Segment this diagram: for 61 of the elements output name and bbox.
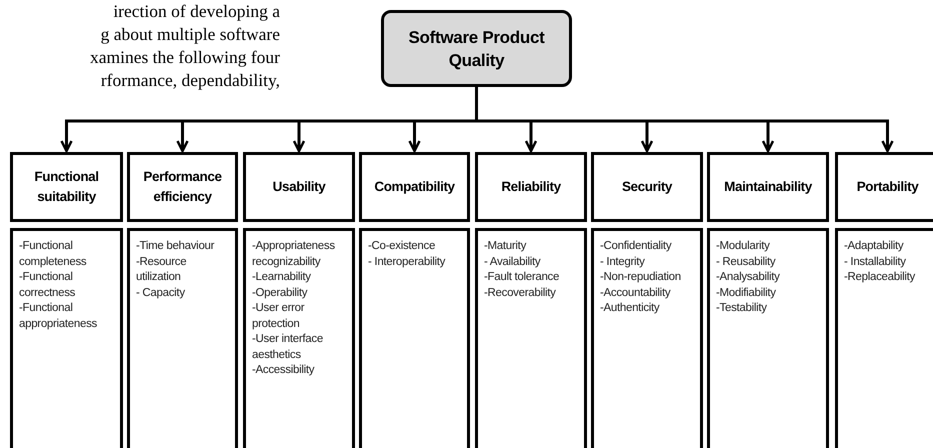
list-item: - Installability bbox=[844, 254, 907, 270]
subcharacteristic-box bbox=[835, 228, 933, 448]
category-title: Portability bbox=[856, 179, 918, 194]
paragraph-line: irection of developing a bbox=[113, 0, 280, 22]
list-item: -Fault tolerance bbox=[484, 270, 560, 285]
list-item: -Modularity bbox=[716, 239, 771, 254]
list-item: -Confidentiality bbox=[600, 239, 672, 254]
category-title: Reliability bbox=[501, 179, 561, 194]
subcharacteristic-box bbox=[243, 228, 355, 448]
subcharacteristic-box bbox=[10, 228, 123, 448]
list-item: -Appropriateness recognizability bbox=[252, 239, 336, 270]
category-box bbox=[475, 152, 587, 222]
list-item: -Resource utilization bbox=[136, 254, 188, 285]
subcharacteristic-box bbox=[707, 228, 829, 448]
category-title: Compatibility bbox=[374, 179, 455, 194]
list-item: -Operability bbox=[252, 286, 308, 300]
category-box bbox=[10, 152, 123, 222]
category-box bbox=[127, 152, 238, 222]
list-item: -Co-existence bbox=[368, 239, 436, 254]
list-item: -Time behaviour bbox=[136, 239, 216, 254]
list-item: -Replaceability bbox=[844, 270, 916, 285]
paragraph-line: xamines the following four bbox=[90, 46, 280, 68]
list-item: -Adaptability bbox=[844, 239, 904, 254]
list-item: - Interoperability bbox=[368, 254, 446, 270]
list-item: -Learnability bbox=[252, 270, 312, 285]
root-box bbox=[381, 10, 572, 87]
category-title: Usability bbox=[272, 179, 326, 194]
list-item: -Accessibility bbox=[252, 363, 316, 378]
list-item: -Functional completeness bbox=[19, 239, 88, 270]
category-title: Security bbox=[622, 179, 672, 194]
category-box bbox=[707, 152, 829, 222]
paragraph-line: rformance, dependability, bbox=[100, 69, 280, 91]
category-box bbox=[243, 152, 355, 222]
list-item: -Modifiability bbox=[716, 286, 777, 300]
list-item: -Authenticity bbox=[600, 301, 660, 316]
subcharacteristic-box bbox=[591, 228, 703, 448]
subcharacteristic-box bbox=[127, 228, 238, 448]
category-box bbox=[359, 152, 470, 222]
list-item: -Analysability bbox=[716, 270, 781, 285]
list-item: - Reusability bbox=[716, 254, 776, 270]
paragraph-line: g about multiple software bbox=[100, 23, 280, 45]
subcharacteristic-box bbox=[475, 228, 587, 448]
list-item: -Accountability bbox=[600, 286, 672, 300]
category-box bbox=[835, 152, 933, 222]
list-item: -Functional correctness bbox=[19, 270, 76, 300]
category-box bbox=[591, 152, 703, 222]
list-item: - Integrity bbox=[600, 254, 646, 270]
list-item: -User error protection bbox=[252, 301, 306, 332]
root-title: Software Product Quality bbox=[408, 28, 544, 70]
list-item: -Functional appropriateness bbox=[19, 301, 98, 332]
list-item: - Availability bbox=[484, 254, 542, 270]
category-title: Functional suitability bbox=[34, 169, 99, 204]
category-title: Performance efficiency bbox=[143, 169, 222, 204]
list-item: - Capacity bbox=[136, 286, 186, 300]
category-title: Maintainability bbox=[724, 179, 812, 194]
list-item: -User interface aesthetics bbox=[252, 332, 324, 362]
list-item: -Non-repudiation bbox=[600, 270, 682, 285]
list-item: -Maturity bbox=[484, 239, 528, 254]
subcharacteristic-box bbox=[359, 228, 470, 448]
list-item: -Recoverability bbox=[484, 286, 557, 300]
list-item: -Testability bbox=[716, 301, 768, 316]
